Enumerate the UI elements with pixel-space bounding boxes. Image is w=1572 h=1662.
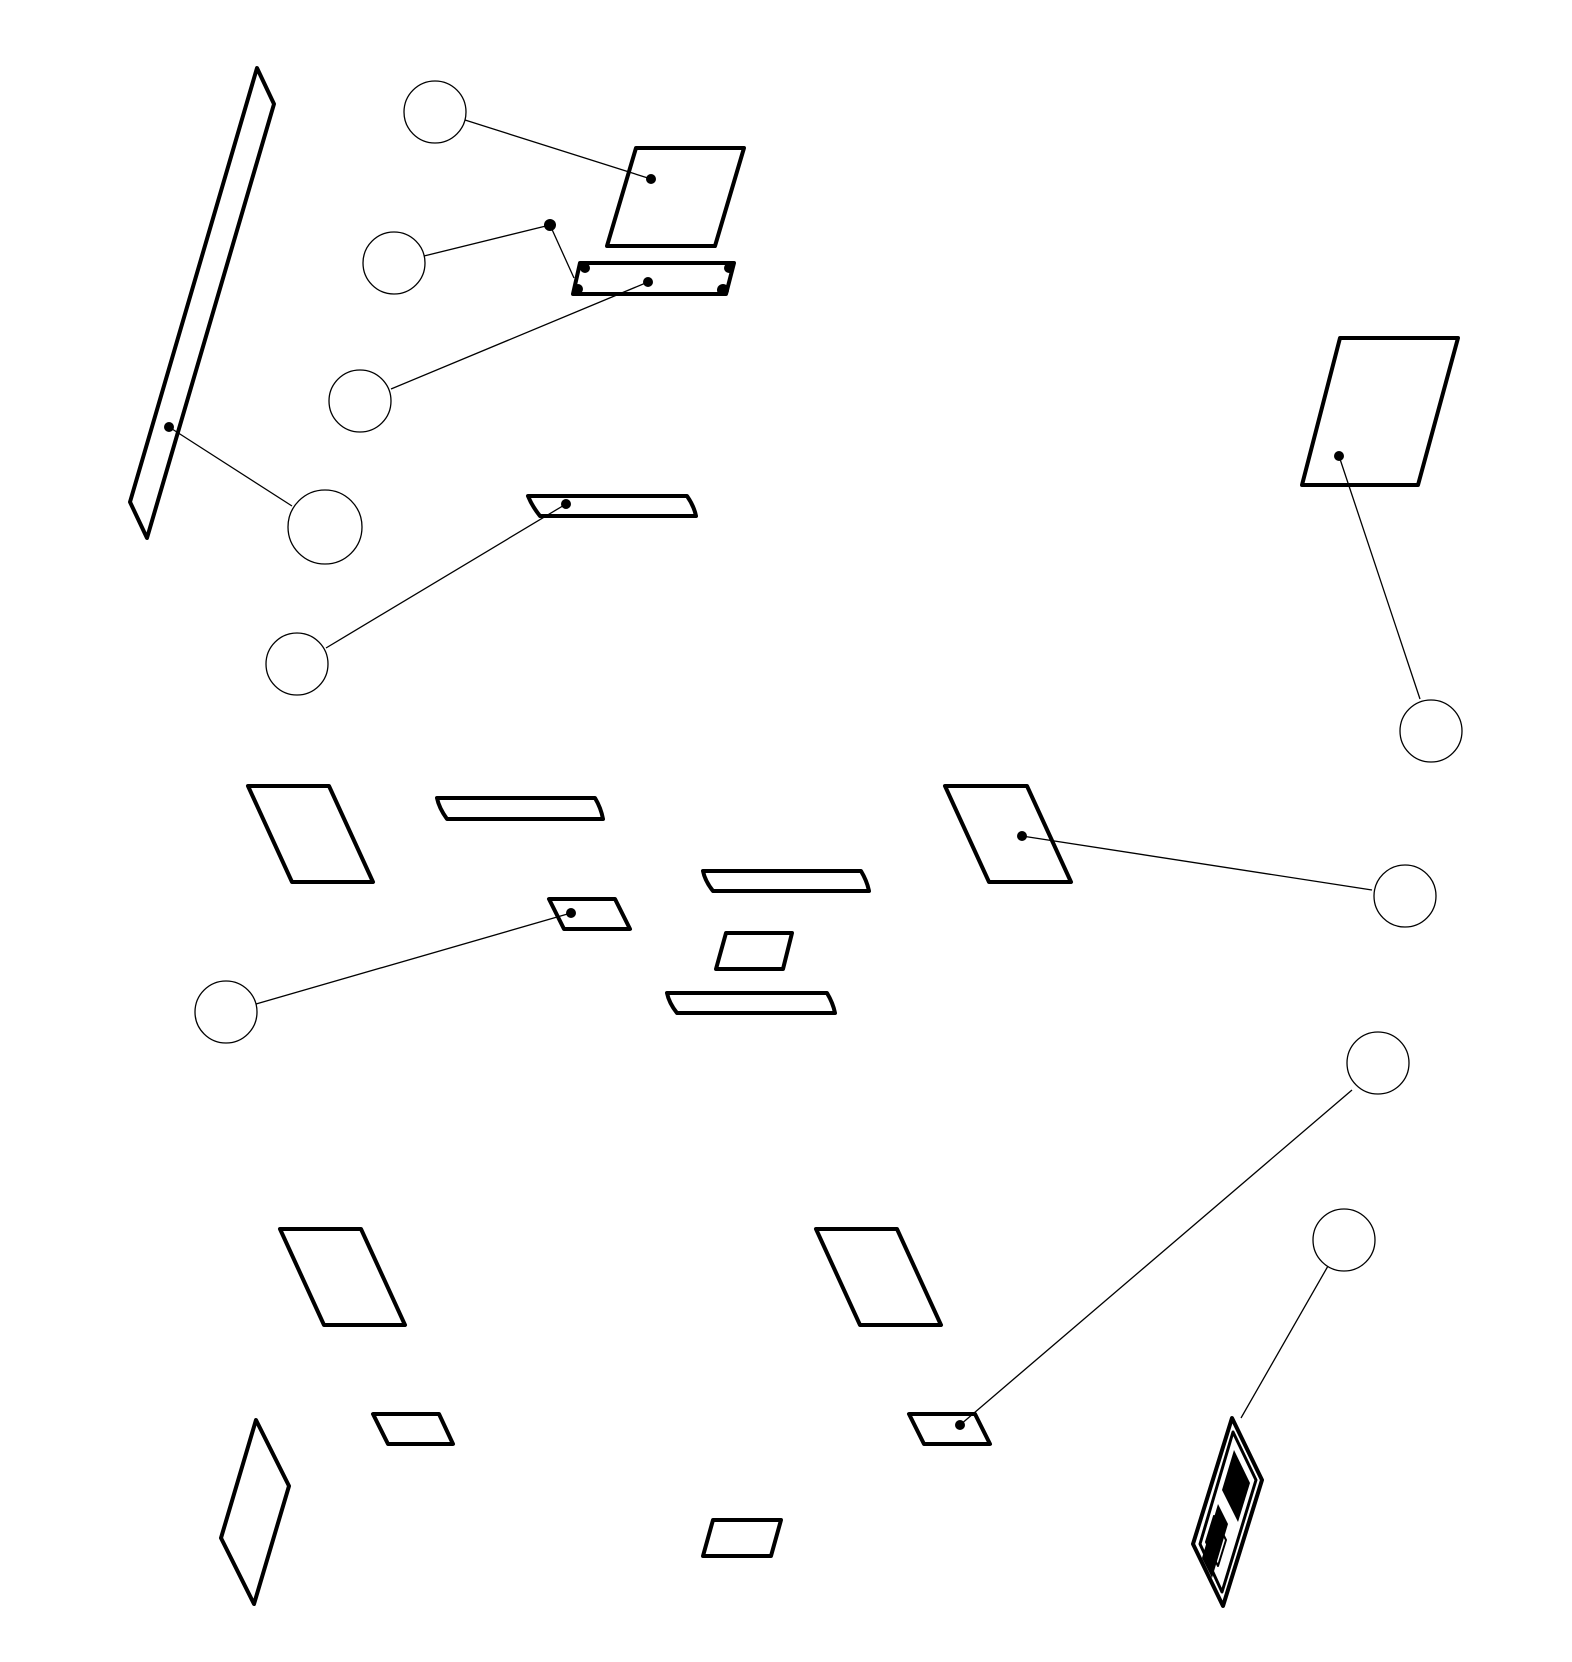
part-vertical-diamond — [219, 1418, 291, 1606]
callout-balloon — [1399, 699, 1463, 763]
callout-balloon — [328, 369, 392, 433]
attachment-point — [1017, 831, 1027, 841]
attachment-point — [566, 908, 576, 918]
callout-balloon — [1312, 1208, 1376, 1272]
attachment-point — [1334, 451, 1344, 461]
callout-balloon — [287, 489, 363, 565]
attachment-point — [544, 219, 556, 231]
part-mid-rail-1 — [435, 796, 605, 821]
part-small-plate-center — [714, 931, 794, 971]
part-bracket-strip — [571, 261, 736, 296]
leader-line — [1240, 1265, 1329, 1419]
leader-line — [168, 426, 293, 507]
part-small-plate-lower-left — [371, 1412, 455, 1446]
part-long-side-panel — [128, 66, 276, 540]
attachment-points — [164, 174, 1344, 1430]
callout-balloon — [1346, 1031, 1410, 1095]
callout-balloons — [194, 80, 1463, 1272]
attachment-point — [955, 1420, 965, 1430]
screw-hole-icon — [717, 284, 729, 296]
leader-line — [1338, 455, 1421, 700]
part-right-panel — [1300, 336, 1460, 487]
part-mid-rail-3 — [665, 991, 837, 1015]
leader-line — [325, 503, 567, 649]
parts — [128, 66, 1460, 1608]
leader-lines — [168, 119, 1421, 1426]
label-window-icon — [1205, 1515, 1227, 1567]
part-small-plate-lower-right — [907, 1412, 992, 1446]
part-slim-rail-upper — [526, 494, 698, 518]
part-lower-left-panel — [278, 1227, 407, 1327]
callout-balloon — [1373, 864, 1437, 928]
part-lower-right-panel — [814, 1227, 943, 1327]
part-mid-right-panel — [943, 784, 1073, 884]
attachment-point — [646, 174, 656, 184]
screw-hole-icon — [724, 263, 734, 273]
label-barcode-icon — [1222, 1450, 1250, 1522]
part-mid-left-panel — [246, 784, 375, 884]
leader-line — [464, 119, 652, 180]
attachment-point — [643, 277, 653, 287]
callout-balloon — [362, 231, 426, 295]
attachment-point — [164, 422, 174, 432]
part-top-panel — [605, 146, 746, 248]
part-mid-rail-2 — [701, 869, 871, 893]
part-bottom-plate — [701, 1518, 783, 1558]
part-small-plate-left — [547, 897, 632, 931]
screw-hole-icon — [573, 284, 583, 294]
leader-line — [423, 224, 551, 257]
callout-balloon — [403, 80, 467, 144]
label-text-block-icon — [1202, 1504, 1228, 1578]
leader-line — [1021, 835, 1373, 891]
leader-line — [255, 912, 572, 1005]
leader-line — [959, 1089, 1353, 1426]
attachment-point — [561, 499, 571, 509]
callout-balloon — [194, 980, 258, 1044]
callout-balloon — [265, 632, 329, 696]
screw-hole-icon — [580, 263, 590, 273]
part-rating-label — [1191, 1416, 1264, 1608]
leader-line — [390, 281, 649, 390]
leader-line — [549, 224, 575, 279]
